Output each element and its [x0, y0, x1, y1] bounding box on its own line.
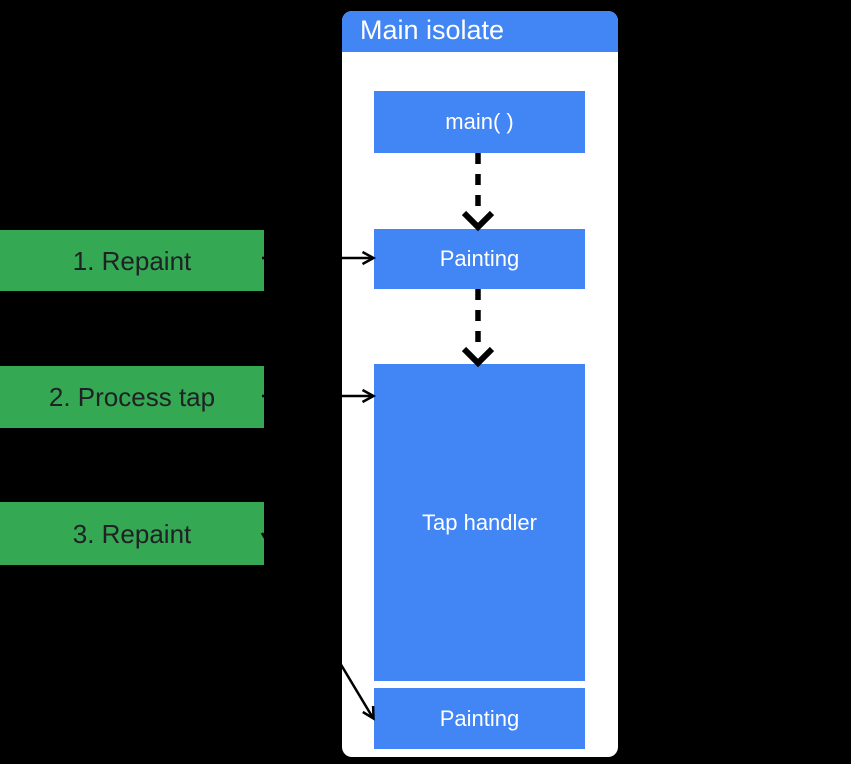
step-label: 1. Repaint [72, 245, 192, 276]
node-label: main( ) [445, 109, 514, 134]
node-tap-handler: Tap handler [374, 364, 585, 681]
node-label: Tap handler [422, 509, 537, 535]
main-isolate-panel: Main isolate main( ) Painting Tap handle… [342, 11, 618, 757]
node-painting-2: Painting [374, 688, 585, 749]
node-main: main( ) [374, 91, 585, 153]
step-box-1-repaint: 1. Repaint [0, 230, 264, 291]
step-label: 2. Process tap [48, 382, 216, 412]
step-label: 3. Repaint [72, 518, 192, 549]
step-box-3-repaint: 3. Repaint [0, 502, 264, 565]
panel-title: Main isolate [360, 14, 505, 45]
node-label: Painting [439, 246, 520, 271]
step-box-2-process-tap: 2. Process tap [0, 366, 264, 428]
node-painting-1: Painting [374, 229, 585, 289]
node-label: Painting [439, 705, 520, 731]
panel-header: Main isolate [342, 11, 618, 52]
